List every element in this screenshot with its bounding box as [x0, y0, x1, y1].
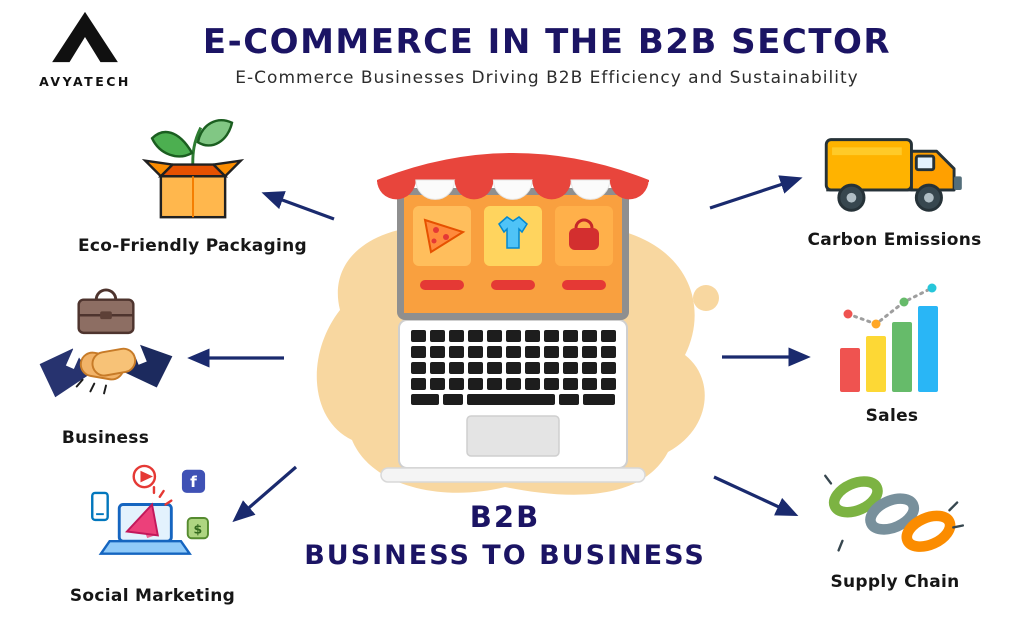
arrow-to-carbon-emissions — [709, 175, 803, 210]
laptop-base — [98, 539, 192, 555]
handshake-briefcase-icon — [39, 288, 172, 398]
node-label: Carbon Emissions — [807, 230, 982, 250]
phone-icon — [90, 491, 109, 522]
dollar-card-icon — [186, 517, 209, 540]
facebook-icon — [181, 469, 205, 493]
eco-packaging-box-icon — [141, 119, 244, 219]
brand-logo: AVYATECH — [30, 8, 140, 89]
laptop-touchpad — [466, 415, 560, 457]
tshirt-icon — [498, 216, 528, 249]
node-social-marketing: f $ Social Marketing — [70, 464, 235, 606]
arrow-to-supply-chain — [713, 475, 799, 517]
node-business: Business — [28, 286, 183, 448]
laptop-base — [380, 467, 646, 483]
arrow-to-social-marketing — [232, 465, 298, 523]
laptop-keys — [411, 328, 617, 390]
node-label: Eco-Friendly Packaging — [78, 236, 307, 256]
spacebar-key — [467, 394, 555, 405]
delivery-truck-icon — [824, 138, 962, 212]
node-label: Social Marketing — [69, 586, 236, 606]
node-carbon-emissions: Carbon Emissions — [807, 128, 981, 250]
storefront-laptop-illustration — [372, 138, 654, 486]
page-subtitle: E-Commerce Businesses Driving B2B Effici… — [235, 68, 859, 88]
brand-name: AVYATECH — [39, 74, 131, 89]
dollar-glyph: $ — [193, 521, 202, 536]
buy-button-bar — [491, 280, 535, 290]
node-label: Business — [61, 428, 150, 448]
facebook-glyph: f — [190, 473, 197, 491]
store-awning — [377, 153, 649, 200]
page-title: E-COMMERCE IN THE B2B SECTOR — [202, 22, 892, 62]
megaphone-icon — [124, 502, 159, 537]
center-caption: B2B BUSINESS TO BUSINESS — [290, 500, 720, 571]
node-eco-friendly-packaging: Eco-Friendly Packaging — [60, 112, 325, 256]
buy-button-bar — [420, 280, 464, 290]
storefront-screen — [397, 188, 629, 320]
handbag-icon — [569, 228, 599, 250]
sales-bar-chart-icon — [840, 283, 938, 392]
node-supply-chain: Supply Chain — [815, 472, 975, 592]
node-sales: Sales — [832, 280, 952, 426]
chain-links-icon — [824, 474, 965, 552]
b2b-heading: B2B — [469, 500, 541, 534]
node-label: Supply Chain — [830, 572, 960, 592]
b2b-subheading: BUSINESS TO BUSINESS — [304, 540, 706, 571]
buy-button-bar — [562, 280, 606, 290]
node-label: Sales — [865, 406, 919, 426]
brand-logo-icon — [52, 11, 118, 63]
handbag-handle — [574, 218, 594, 229]
social-marketing-laptop-icon: f $ — [90, 464, 209, 555]
